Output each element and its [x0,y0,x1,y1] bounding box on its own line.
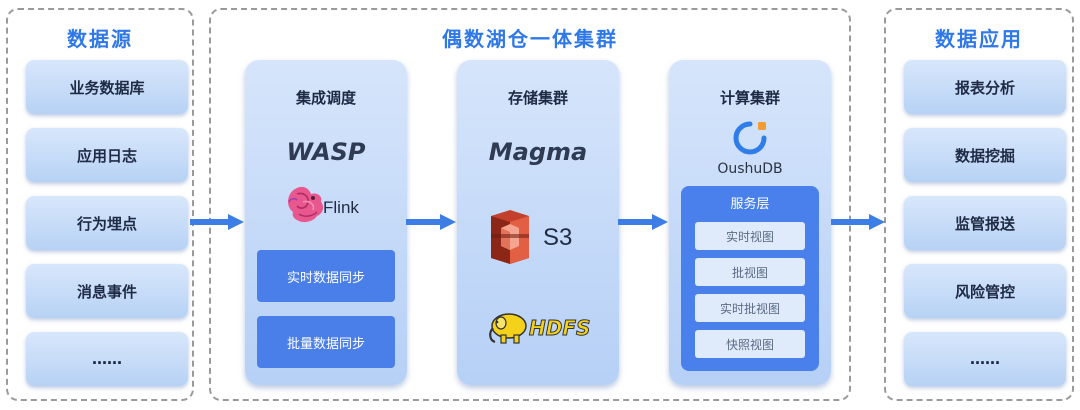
arrow-storage-to-compute-icon [618,214,668,230]
service-layer-box: 服务层 实时视图 批视图 实时批视图 快照视图 [681,186,819,371]
integration-panel: 集成调度 WASP Flink 实时数据同步 批量数据同步 [245,60,407,385]
realtime-sync-button[interactable]: 实时数据同步 [257,250,395,302]
source-item-business-db[interactable]: 业务数据库 [26,60,188,114]
flink-logo: Flink [283,182,383,228]
storage-panel: 存储集群 Magma S3 HDFS [457,60,619,385]
lakehouse-frame: 偶数湖仓一体集群 [209,8,851,401]
app-item-report-analysis[interactable]: 报表分析 [904,60,1066,114]
source-item-more[interactable]: …… [26,332,188,386]
source-item-app-log[interactable]: 应用日志 [26,128,188,182]
service-item-batch-view[interactable]: 批视图 [695,258,805,286]
source-item-message-event[interactable]: 消息事件 [26,264,188,318]
arrow-integration-to-storage-icon [406,214,456,230]
oushudb-logo-icon [733,121,767,155]
flink-squirrel-icon [288,186,324,223]
aws-s3-bucket-icon [491,210,529,264]
service-layer-title: 服务层 [730,197,770,212]
hdfs-label: HDFS [528,316,591,341]
app-item-risk-control[interactable]: 风险管控 [904,264,1066,318]
data-apps-frame: 数据应用 报表分析 数据挖掘 监管报送 风险管控 …… [884,8,1074,401]
hdfs-logo: HDFS [487,310,597,348]
s3-logo: S3 [487,210,597,266]
data-source-title: 数据源 [67,27,133,51]
service-item-snapshot-view[interactable]: 快照视图 [695,330,805,358]
app-item-data-mining[interactable]: 数据挖掘 [904,128,1066,182]
compute-panel: 计算集群 OushuDB 服务层 实时视图 批视图 实时批视图 快照视图 [669,60,831,385]
wasp-logo: WASP [286,138,366,166]
lakehouse-title: 偶数湖仓一体集群 [442,27,618,51]
arrow-compute-to-apps-icon [831,214,885,230]
flink-label: Flink [323,198,359,217]
arrow-sources-to-integration-icon [190,214,244,230]
batch-sync-button[interactable]: 批量数据同步 [257,316,395,368]
app-item-more[interactable]: …… [904,332,1066,386]
s3-label: S3 [543,224,573,251]
data-source-frame: 数据源 业务数据库 应用日志 行为埋点 消息事件 …… [6,8,194,401]
oushudb-caption: OushuDB [717,161,783,177]
compute-title: 计算集群 [719,89,780,107]
service-item-realtime-view[interactable]: 实时视图 [695,222,805,250]
integration-title: 集成调度 [295,89,356,107]
data-apps-title: 数据应用 [935,27,1023,51]
source-item-tracking[interactable]: 行为埋点 [26,196,188,250]
storage-title: 存储集群 [507,89,568,107]
service-item-realtime-batch-view[interactable]: 实时批视图 [695,294,805,322]
app-item-regulatory-report[interactable]: 监管报送 [904,196,1066,250]
magma-logo: Magma [488,138,588,166]
hadoop-elephant-icon [489,313,527,344]
